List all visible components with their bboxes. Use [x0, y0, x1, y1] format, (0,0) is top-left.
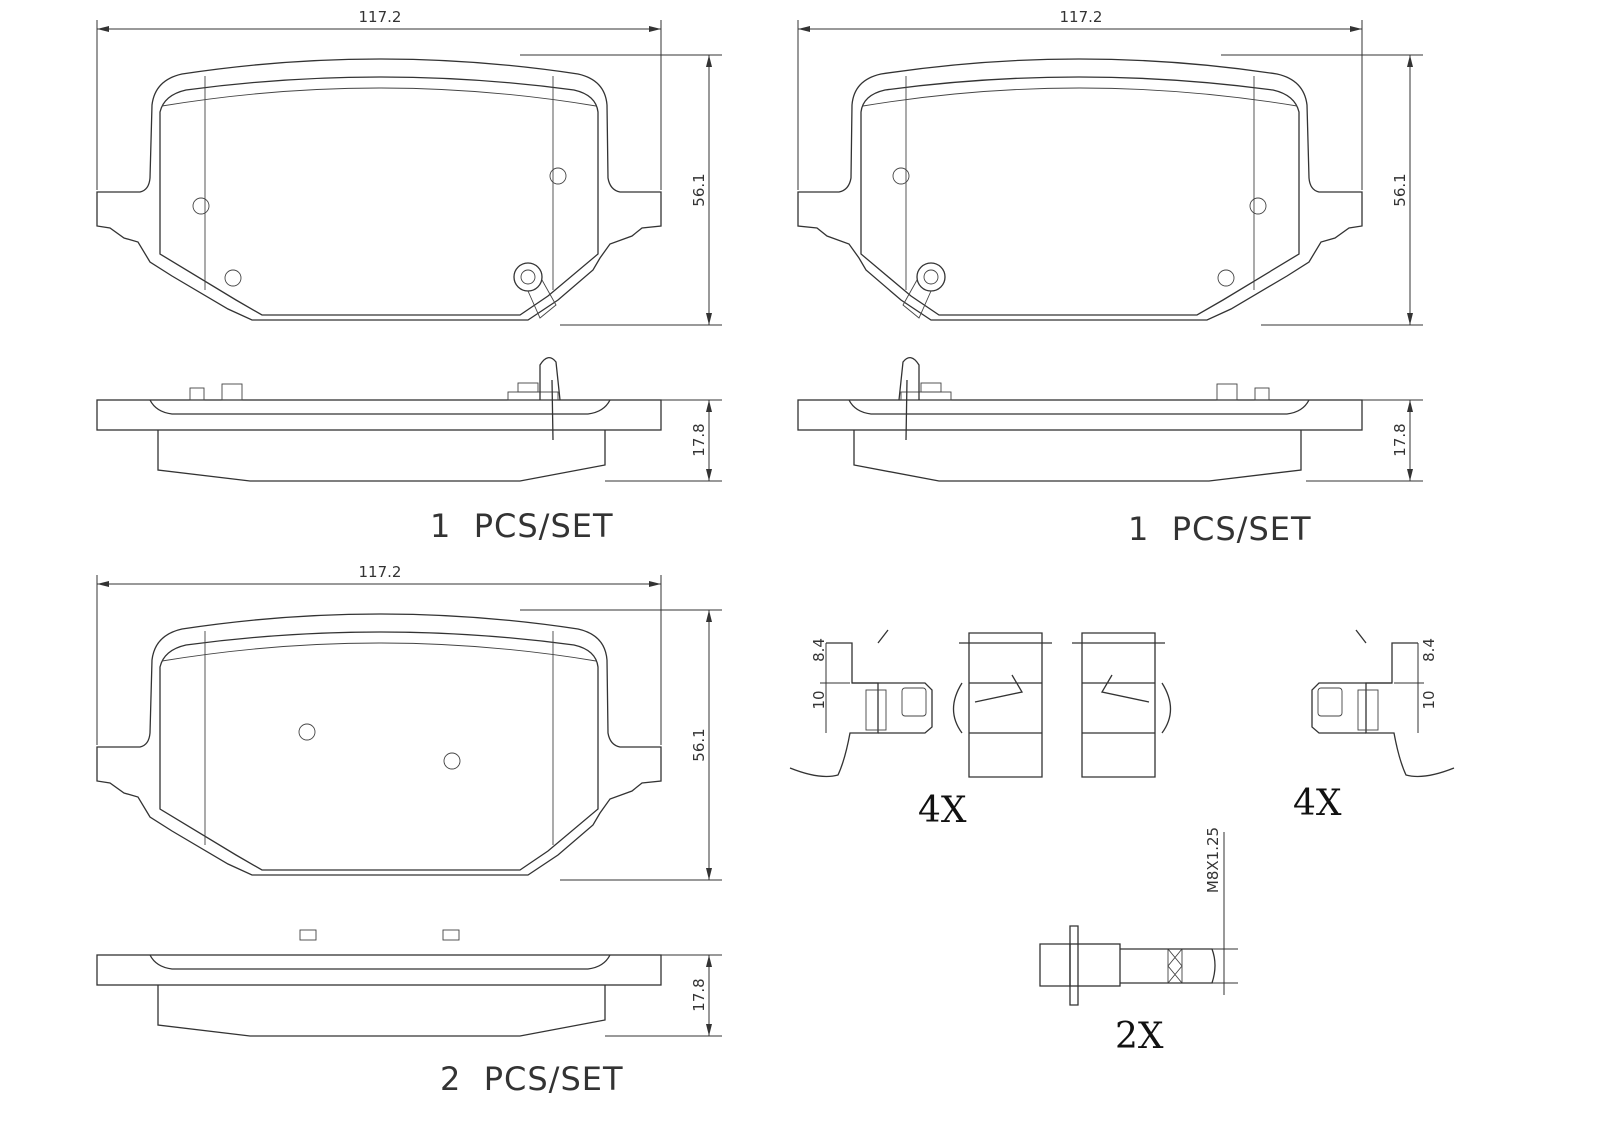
clip-dim-b: 10 — [810, 690, 828, 709]
width-dimension: 117.2 — [1060, 8, 1103, 26]
thickness-dimension: 17.8 — [690, 978, 708, 1011]
pad-1: 117.2 56.1 17.8 1 PCS/SET — [96, 8, 723, 545]
clip-qty-left: 4X — [918, 790, 967, 831]
width-dimension: 117.2 — [359, 563, 402, 581]
abutment-clip-right: 8.4 10 4X — [1072, 629, 1455, 824]
thickness-dimension: 17.8 — [690, 423, 708, 456]
thread-spec: M8X1.25 — [1204, 827, 1222, 893]
thickness-dimension: 17.8 — [1391, 423, 1409, 456]
height-dimension: 56.1 — [1391, 173, 1409, 206]
clip-dim-a: 8.4 — [810, 638, 828, 662]
clip-dim-a: 8.4 — [1420, 638, 1438, 662]
height-dimension: 56.1 — [690, 173, 708, 206]
qty-label: 2 PCS/SET — [440, 1060, 624, 1098]
clip-qty-right: 4X — [1293, 783, 1342, 824]
bolt-qty: 2X — [1115, 1016, 1164, 1057]
pad-3: 117.2 56.1 17.8 2 PCS/SET — [96, 563, 723, 1098]
pad-2: 117.2 56.1 17.8 1 PCS/SET — [797, 8, 1424, 548]
qty-label: 1 PCS/SET — [1128, 510, 1312, 548]
height-dimension: 56.1 — [690, 728, 708, 761]
width-dimension: 117.2 — [359, 8, 402, 26]
qty-label: 1 PCS/SET — [430, 507, 614, 545]
abutment-clip-left: 8.4 10 4X — [789, 629, 1052, 831]
guide-bolt: M8X1.25 2X — [1039, 827, 1238, 1057]
clip-dim-b: 10 — [1420, 690, 1438, 709]
